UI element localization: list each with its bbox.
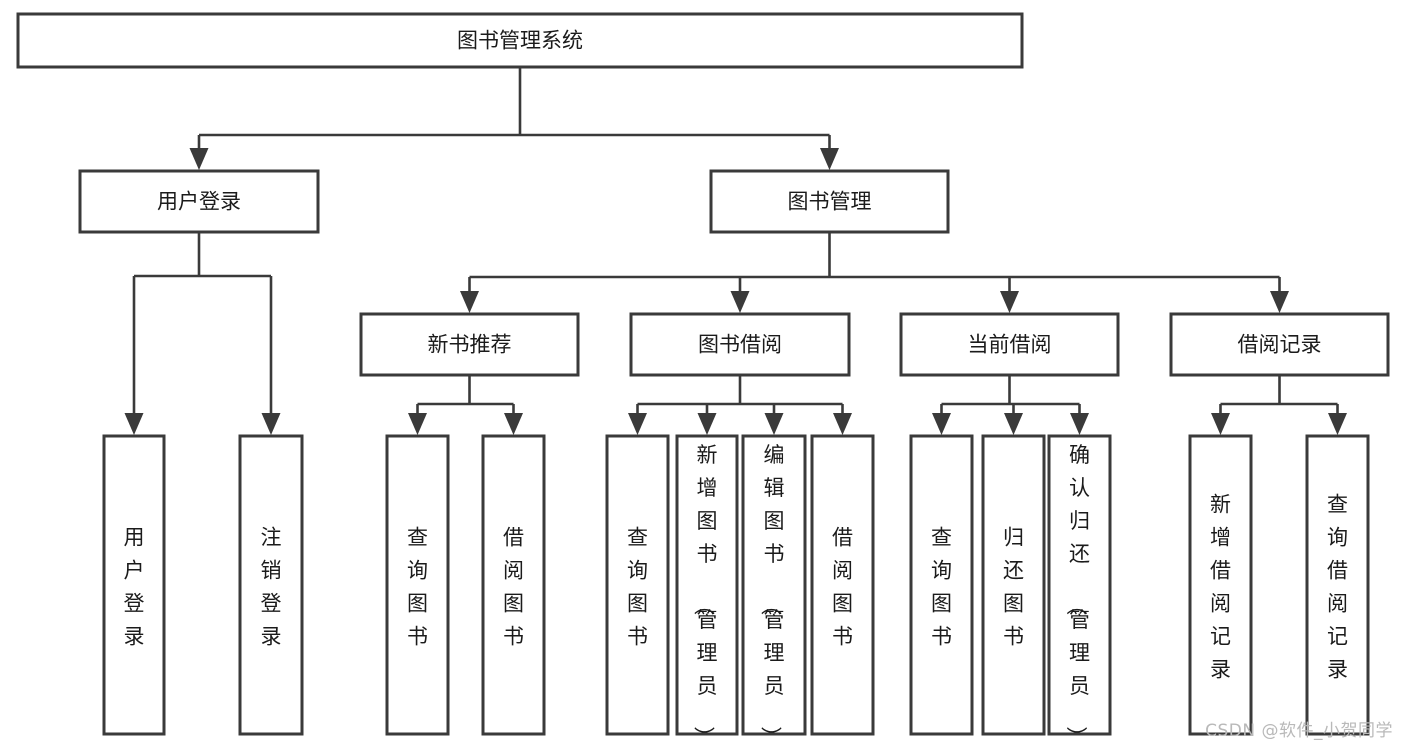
node-label: 借阅图书 <box>503 526 524 649</box>
arrowhead-icon <box>628 413 647 435</box>
node-label: 用户登录 <box>124 526 145 649</box>
node-leaf-query-book-3[interactable]: 查询图书 <box>909 434 974 736</box>
node-leaf-user-login[interactable]: 用户登录 <box>102 434 166 736</box>
node-label: 查询图书 <box>407 526 428 649</box>
node-leaf-add-record[interactable]: 新增借阅记录 <box>1188 434 1253 736</box>
node-label: 当前借阅 <box>968 333 1052 357</box>
node-label: 用户登录 <box>157 190 241 214</box>
arrowhead-icon <box>1000 291 1019 313</box>
node-label: 借阅记录 <box>1238 333 1322 357</box>
node-rect[interactable] <box>810 434 875 736</box>
node-rect[interactable] <box>741 434 807 736</box>
node-rect[interactable] <box>1169 312 1390 377</box>
node-new-book-rec[interactable]: 新书推荐 <box>359 312 580 377</box>
arrowhead-icon <box>1004 413 1023 435</box>
csdn-watermark: CSDN @软件_小贺同学 <box>1205 721 1393 741</box>
node-leaf-logout-login[interactable]: 注销登录 <box>238 434 304 736</box>
arrowhead-icon <box>764 413 784 435</box>
node-rect[interactable] <box>909 434 974 736</box>
node-current-borrow[interactable]: 当前借阅 <box>899 312 1120 377</box>
node-book-borrow[interactable]: 图书借阅 <box>629 312 851 377</box>
node-label: 新书推荐 <box>428 333 512 357</box>
node-book-manage[interactable]: 图书管理 <box>709 169 950 234</box>
node-leaf-confirm-return[interactable]: 确认归还（管理员） <box>1047 434 1112 747</box>
node-label: 新增借阅记录 <box>1210 493 1231 682</box>
node-root[interactable]: 图书管理系统 <box>16 12 1024 69</box>
node-rect[interactable] <box>1047 434 1112 736</box>
arrowhead-icon <box>1070 413 1089 435</box>
node-rect[interactable] <box>675 434 739 736</box>
node-label: 查询图书 <box>627 526 648 649</box>
node-label: 查询借阅记录 <box>1327 493 1348 682</box>
node-label: 新增图书（管理员） <box>692 443 718 747</box>
arrowhead-icon <box>408 413 427 435</box>
arrowhead-icon <box>932 413 951 435</box>
node-rect[interactable] <box>899 312 1120 377</box>
arrowhead-icon <box>697 413 717 435</box>
node-label: 归还图书 <box>1003 526 1024 649</box>
node-leaf-query-record[interactable]: 查询借阅记录 <box>1305 434 1370 736</box>
node-leaf-edit-book[interactable]: 编辑图书（管理员） <box>741 434 807 747</box>
arrowhead-icon <box>504 413 523 435</box>
node-label: 编辑图书（管理员） <box>759 443 785 747</box>
arrowhead-icon <box>820 148 839 170</box>
arrowhead-icon <box>189 148 209 170</box>
node-label: 图书管理 <box>788 190 872 214</box>
node-label: 借阅图书 <box>832 526 853 649</box>
node-leaf-borrow-book-1[interactable]: 借阅图书 <box>481 434 546 736</box>
arrowhead-icon <box>1328 413 1347 435</box>
arrowhead-icon <box>730 291 750 313</box>
node-user-login[interactable]: 用户登录 <box>78 169 320 234</box>
node-rect[interactable] <box>605 434 670 736</box>
node-rect[interactable] <box>709 169 950 234</box>
node-borrow-record[interactable]: 借阅记录 <box>1169 312 1390 377</box>
node-leaf-query-book-2[interactable]: 查询图书 <box>605 434 670 736</box>
node-rect[interactable] <box>629 312 851 377</box>
arrowhead-icon <box>1211 413 1230 435</box>
node-rect[interactable] <box>238 434 304 736</box>
node-label: 注销登录 <box>261 526 282 649</box>
node-leaf-query-book-1[interactable]: 查询图书 <box>385 434 450 736</box>
arrowhead-icon <box>460 291 479 313</box>
arrowhead-icon <box>261 413 281 435</box>
node-leaf-return-book[interactable]: 归还图书 <box>981 434 1046 736</box>
node-label: 图书借阅 <box>698 333 782 357</box>
node-rect[interactable] <box>16 12 1024 69</box>
node-label: 查询图书 <box>931 526 952 649</box>
node-label: 图书管理系统 <box>457 29 583 53</box>
node-rect[interactable] <box>1305 434 1370 736</box>
node-rect[interactable] <box>102 434 166 736</box>
node-label: 确认归还（管理员） <box>1064 443 1090 747</box>
arrowhead-icon <box>833 413 852 435</box>
node-leaf-add-book[interactable]: 新增图书（管理员） <box>675 434 739 747</box>
arrowhead-icon <box>124 413 144 435</box>
node-rect[interactable] <box>1188 434 1253 736</box>
node-leaf-borrow-book-2[interactable]: 借阅图书 <box>810 434 875 736</box>
node-layer: 图书管理系统用户登录图书管理新书推荐图书借阅当前借阅借阅记录用户登录注销登录查询… <box>16 12 1390 747</box>
node-rect[interactable] <box>385 434 450 736</box>
edge-layer <box>124 67 1347 435</box>
node-rect[interactable] <box>359 312 580 377</box>
node-rect[interactable] <box>981 434 1046 736</box>
node-rect[interactable] <box>481 434 546 736</box>
arrowhead-icon <box>1270 291 1289 313</box>
node-rect[interactable] <box>78 169 320 234</box>
